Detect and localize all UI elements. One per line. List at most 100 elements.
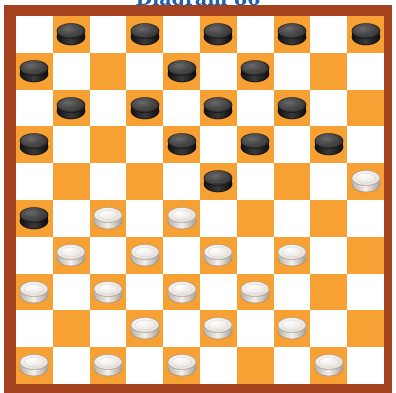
black-piece[interactable] <box>56 96 86 120</box>
light-square[interactable] <box>53 274 90 311</box>
dark-square[interactable] <box>200 90 237 127</box>
dark-square[interactable] <box>90 53 127 90</box>
white-piece[interactable] <box>19 353 49 377</box>
white-piece[interactable] <box>93 353 123 377</box>
dark-square[interactable] <box>16 347 53 384</box>
dark-square[interactable] <box>126 90 163 127</box>
white-piece[interactable] <box>93 280 123 304</box>
black-piece[interactable] <box>314 132 344 156</box>
dark-square[interactable] <box>347 163 384 200</box>
light-square[interactable] <box>53 347 90 384</box>
light-square[interactable] <box>126 347 163 384</box>
dark-square[interactable] <box>274 163 311 200</box>
white-piece[interactable] <box>56 243 86 267</box>
dark-square[interactable] <box>163 200 200 237</box>
dark-square[interactable] <box>237 200 274 237</box>
light-square[interactable] <box>310 163 347 200</box>
light-square[interactable] <box>200 53 237 90</box>
dark-square[interactable] <box>163 274 200 311</box>
black-piece[interactable] <box>167 59 197 83</box>
dark-square[interactable] <box>310 200 347 237</box>
light-square[interactable] <box>274 53 311 90</box>
light-square[interactable] <box>200 126 237 163</box>
light-square[interactable] <box>53 126 90 163</box>
dark-square[interactable] <box>16 126 53 163</box>
white-piece[interactable] <box>130 243 160 267</box>
dark-square[interactable] <box>163 347 200 384</box>
dark-square[interactable] <box>90 274 127 311</box>
light-square[interactable] <box>163 237 200 274</box>
dark-square[interactable] <box>90 200 127 237</box>
dark-square[interactable] <box>274 90 311 127</box>
black-piece[interactable] <box>19 206 49 230</box>
dark-square[interactable] <box>126 237 163 274</box>
dark-square[interactable] <box>237 126 274 163</box>
white-piece[interactable] <box>351 169 381 193</box>
dark-square[interactable] <box>53 163 90 200</box>
light-square[interactable] <box>53 53 90 90</box>
light-square[interactable] <box>16 16 53 53</box>
light-square[interactable] <box>347 53 384 90</box>
light-square[interactable] <box>163 310 200 347</box>
light-square[interactable] <box>90 16 127 53</box>
white-piece[interactable] <box>130 316 160 340</box>
dark-square[interactable] <box>237 53 274 90</box>
light-square[interactable] <box>200 200 237 237</box>
white-piece[interactable] <box>203 316 233 340</box>
light-square[interactable] <box>90 163 127 200</box>
black-piece[interactable] <box>277 22 307 46</box>
dark-square[interactable] <box>237 347 274 384</box>
dark-square[interactable] <box>274 16 311 53</box>
dark-square[interactable] <box>347 310 384 347</box>
black-piece[interactable] <box>19 59 49 83</box>
light-square[interactable] <box>274 274 311 311</box>
checkers-board[interactable] <box>16 16 384 384</box>
light-square[interactable] <box>347 126 384 163</box>
light-square[interactable] <box>310 310 347 347</box>
light-square[interactable] <box>237 237 274 274</box>
light-square[interactable] <box>16 90 53 127</box>
light-square[interactable] <box>16 310 53 347</box>
light-square[interactable] <box>53 200 90 237</box>
black-piece[interactable] <box>277 96 307 120</box>
light-square[interactable] <box>347 347 384 384</box>
light-square[interactable] <box>310 16 347 53</box>
dark-square[interactable] <box>200 16 237 53</box>
dark-square[interactable] <box>16 274 53 311</box>
white-piece[interactable] <box>277 243 307 267</box>
white-piece[interactable] <box>19 280 49 304</box>
dark-square[interactable] <box>274 237 311 274</box>
black-piece[interactable] <box>56 22 86 46</box>
dark-square[interactable] <box>53 310 90 347</box>
light-square[interactable] <box>200 274 237 311</box>
light-square[interactable] <box>274 126 311 163</box>
light-square[interactable] <box>90 237 127 274</box>
light-square[interactable] <box>274 347 311 384</box>
white-piece[interactable] <box>240 280 270 304</box>
light-square[interactable] <box>90 90 127 127</box>
light-square[interactable] <box>347 200 384 237</box>
dark-square[interactable] <box>274 310 311 347</box>
light-square[interactable] <box>310 90 347 127</box>
light-square[interactable] <box>237 310 274 347</box>
white-piece[interactable] <box>277 316 307 340</box>
light-square[interactable] <box>237 90 274 127</box>
dark-square[interactable] <box>347 16 384 53</box>
dark-square[interactable] <box>163 126 200 163</box>
white-piece[interactable] <box>167 353 197 377</box>
dark-square[interactable] <box>200 310 237 347</box>
dark-square[interactable] <box>200 237 237 274</box>
dark-square[interactable] <box>163 53 200 90</box>
black-piece[interactable] <box>130 22 160 46</box>
dark-square[interactable] <box>310 126 347 163</box>
white-piece[interactable] <box>167 206 197 230</box>
black-piece[interactable] <box>240 59 270 83</box>
light-square[interactable] <box>237 163 274 200</box>
white-piece[interactable] <box>203 243 233 267</box>
dark-square[interactable] <box>53 90 90 127</box>
light-square[interactable] <box>90 310 127 347</box>
white-piece[interactable] <box>167 280 197 304</box>
dark-square[interactable] <box>200 163 237 200</box>
black-piece[interactable] <box>203 96 233 120</box>
dark-square[interactable] <box>347 237 384 274</box>
